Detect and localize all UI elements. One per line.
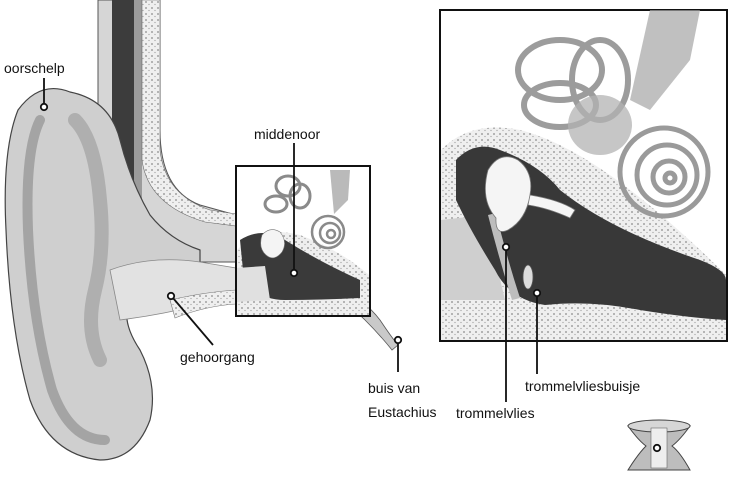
tube-icon-marker [654,445,660,451]
middle-ear-marker [291,270,297,276]
tube-marker [534,290,540,296]
small-ossicles [261,230,285,258]
label-middle-ear: middenoor [254,126,320,142]
label-tube: trommelvliesbuisje [525,378,640,394]
small-box-canal [237,266,270,302]
label-ear-canal: gehoorgang [180,349,255,365]
label-pinna: oorschelp [4,60,65,76]
label-eustachian-line2: Eustachius [368,404,436,420]
ear-canal-marker [168,293,174,299]
middle-ear-small-box [236,166,370,316]
vestibule [568,95,632,155]
pinna-marker [41,104,47,110]
middle-ear-large-box [440,10,727,341]
eardrum-marker [503,244,509,250]
label-eustachian-line1: buis van [368,380,420,396]
scalp-edge [134,0,142,200]
eustachian-marker [395,337,401,343]
temporal-bone [142,0,236,226]
label-eardrum: trommelvlies [456,405,535,421]
tube-in-drum [523,265,533,289]
